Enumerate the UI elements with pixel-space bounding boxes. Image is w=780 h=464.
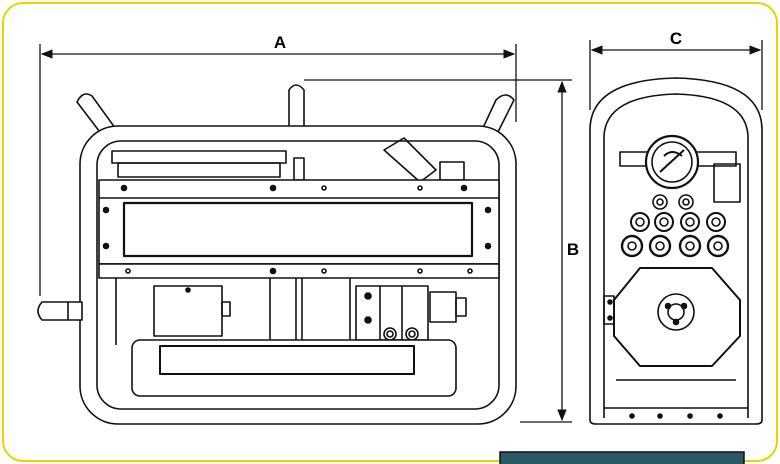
side-cage-outer — [589, 77, 763, 425]
dimension-b — [304, 79, 572, 423]
valve-bolt — [364, 292, 372, 300]
dimension-c — [589, 40, 763, 110]
junction-dot — [185, 287, 191, 293]
side-cage-inner — [603, 93, 749, 418]
mount-bolt — [607, 299, 613, 305]
base-bolts — [629, 413, 723, 419]
valve-side — [429, 291, 457, 323]
chute — [383, 137, 437, 183]
top-tray-lip — [117, 162, 281, 178]
gauge-face — [651, 141, 693, 183]
oil-tank — [131, 339, 457, 397]
corner-badge — [499, 451, 745, 464]
rail-bolts — [102, 184, 492, 275]
junction-gland — [221, 301, 231, 317]
motor-shaft — [657, 293, 695, 331]
top-rail — [98, 179, 500, 265]
side-handle — [37, 301, 83, 321]
shaft-bolt-3 — [672, 318, 680, 326]
bottom-rail — [98, 263, 500, 279]
valve-nipple — [455, 297, 467, 317]
side-view — [589, 77, 763, 425]
dimension-a — [39, 44, 517, 296]
shaft-bolt-1 — [664, 302, 672, 310]
junction-box — [153, 285, 223, 337]
dimension-c-label: C — [670, 29, 682, 48]
valve-bolt-2 — [364, 316, 372, 324]
dimension-a-label: A — [274, 33, 286, 52]
control-panel — [122, 201, 474, 258]
motor-housing — [613, 267, 741, 367]
side-mount — [603, 295, 615, 325]
gauge-needle — [659, 149, 685, 173]
side-box — [713, 163, 741, 203]
dimension-b-label: B — [567, 240, 579, 259]
hose-fittings — [620, 194, 730, 258]
shaft-bolt-2 — [680, 302, 688, 310]
tank-label — [159, 345, 415, 375]
center-horn — [288, 84, 305, 129]
mount-bolt-2 — [607, 315, 613, 321]
front-view — [37, 84, 517, 425]
